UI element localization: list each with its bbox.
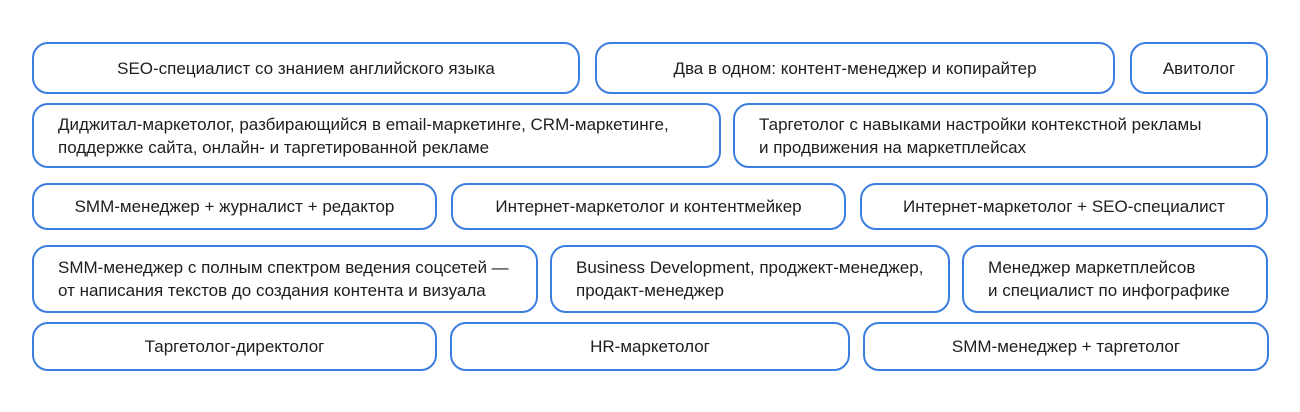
role-pill: Авитолог bbox=[1130, 42, 1268, 94]
role-pill: Интернет-маркетолог и контентмейкер bbox=[451, 183, 846, 230]
role-pill: HR-маркетолог bbox=[450, 322, 850, 371]
role-pill: Таргетолог-директолог bbox=[32, 322, 437, 371]
role-pill: SMM-менеджер с полным спектром ведения с… bbox=[32, 245, 538, 313]
role-pill: Менеджер маркетплейсов и специалист по и… bbox=[962, 245, 1268, 313]
pill-row: Диджитал-маркетолог, разбирающийся в ema… bbox=[32, 103, 1268, 168]
pill-row: SMM-менеджер + журналист + редактор Интер… bbox=[32, 183, 1268, 230]
role-pill: Два в одном: контент-менеджер и копирайт… bbox=[595, 42, 1115, 94]
pill-row: SMM-менеджер с полным спектром ведения с… bbox=[32, 245, 1268, 313]
role-pill: SMM-менеджер + журналист + редактор bbox=[32, 183, 437, 230]
role-pill: SEO-специалист со знанием английского яз… bbox=[32, 42, 580, 94]
pill-row: SEO-специалист со знанием английского яз… bbox=[32, 42, 1268, 94]
role-pill: Интернет-маркетолог + SEO-специалист bbox=[860, 183, 1268, 230]
role-pill: Диджитал-маркетолог, разбирающийся в ema… bbox=[32, 103, 721, 168]
role-pill: Business Development, проджект-менеджер,… bbox=[550, 245, 950, 313]
pill-row: Таргетолог-директолог HR-маркетолог SMM-ме… bbox=[32, 322, 1269, 371]
job-roles-board: SEO-специалист со знанием английского яз… bbox=[32, 42, 1269, 371]
role-pill: SMM-менеджер + таргетолог bbox=[863, 322, 1269, 371]
role-pill: Таргетолог с навыками настройки контекст… bbox=[733, 103, 1268, 168]
